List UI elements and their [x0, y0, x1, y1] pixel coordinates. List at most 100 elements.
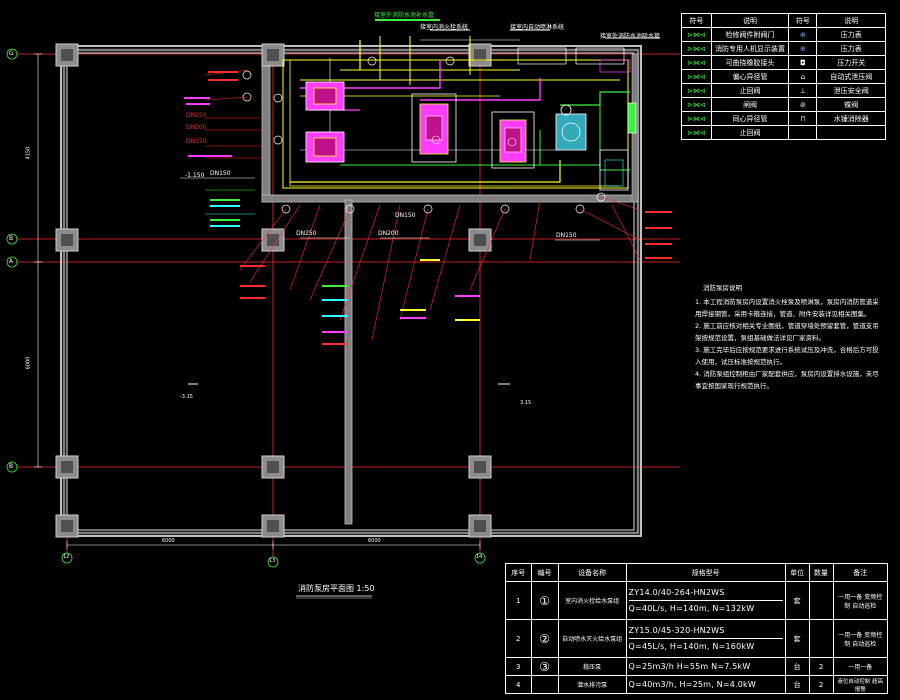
pipe-label: DN150	[556, 232, 577, 239]
note-item: 2. 施工前应核对相关专业图纸，管道穿墙处预留套管，管道支吊架按规范设置，泵组基…	[695, 322, 879, 342]
equipment-row: 2 ② 自动喷水灭火给水泵组 ZY15.0/45-320-HN2WS Q=45L…	[505, 619, 888, 658]
equipment-qty: 2	[808, 657, 834, 676]
pipe-label: 接室外消防水池吸水管	[600, 33, 661, 40]
equipment-qty	[808, 581, 834, 620]
legend-desc: 检修阀件附阀门	[710, 27, 790, 42]
pressure-tank	[555, 104, 629, 191]
cad-annotation-marks	[184, 19, 672, 385]
dimension-text: 4150	[25, 146, 32, 160]
equipment-qty: 2	[808, 675, 834, 694]
axis-bubble	[6, 233, 18, 245]
pipe-label: 接室外消防水池补水管	[374, 12, 435, 19]
notes-title: 消防泵房说明	[703, 284, 742, 292]
legend-desc: 压力表	[816, 27, 886, 42]
equipment-name: 室内消火栓给水泵组	[557, 581, 627, 620]
valves	[242, 56, 606, 214]
legend-row: ⊳⋈⊲ 可曲挠橡胶接头 ◘ 压力开关	[681, 55, 886, 70]
equipment-name: 自动喷水灭火给水泵组	[557, 619, 627, 658]
equipment-unit: 台	[784, 657, 810, 676]
axis-label: B	[9, 463, 14, 470]
equipment-note: 一用一备 变频控制 自动巡检	[832, 619, 888, 658]
equipment-header: 编号	[530, 563, 559, 582]
legend-desc: 可曲挠橡胶接头	[710, 55, 790, 70]
elevation-label: -3.15	[180, 394, 193, 400]
legend-desc: 同心异径管	[710, 111, 790, 126]
equipment-unit: 台	[784, 675, 810, 694]
equipment-note: 液位自动控制 超高报警	[832, 675, 888, 694]
legend-row: ⊳⋈⊲ 偏心异径管 ⌂ 自动式泄压阀	[681, 69, 886, 84]
legend-desc: 消防专用人机显示装置	[710, 41, 790, 56]
legend-table: 符号 说明 符号 说明 ⊳⋈⊲ 检修阀件附阀门 ⊕ 压力表 ⊳⋈⊲ 消防专用人机…	[681, 13, 886, 140]
pipe-label: DN150	[186, 138, 207, 145]
axis-bubble	[6, 256, 18, 268]
legend-symbol: ⌂	[788, 69, 818, 84]
building-walls	[60, 45, 642, 537]
equipment-no: 2	[505, 619, 532, 658]
axis-label: 14	[476, 554, 483, 560]
equipment-header: 规格型号	[625, 563, 786, 582]
equipment-note: 一用一备 变频控制 自动巡检	[832, 581, 888, 620]
equipment-name: 稳压泵	[557, 657, 627, 676]
legend-symbol: ⊳⋈⊲	[681, 97, 712, 112]
pipe-label: DN200	[186, 124, 207, 131]
legend-symbol: ⊳⋈⊲	[681, 41, 712, 56]
pipe-label: DN200	[378, 230, 399, 237]
equipment-model: Q=40m3/h, H=25m, N=4.0kW	[625, 675, 786, 694]
note-item: 3. 施工完毕后应按规范要求进行系统试压及冲洗，合格后方可投入使用，试压标准按规…	[695, 346, 879, 366]
equipment-no: 1	[505, 581, 532, 620]
axis-label: G	[9, 50, 14, 57]
pipe-label: DN150	[395, 212, 416, 219]
axis-label: 12	[63, 554, 70, 560]
fire-pump-units	[305, 81, 535, 169]
legend-header: 符号	[788, 13, 818, 28]
pump-unit	[411, 93, 457, 163]
axis-bubble	[6, 461, 18, 473]
model-line: Q=40L/s, H=140m, N=132kW	[628, 604, 755, 613]
control-cabinets	[517, 47, 637, 134]
legend-symbol: ⊕	[788, 27, 818, 42]
pipe-label: DN150	[186, 112, 207, 119]
equipment-code: ③	[530, 657, 559, 676]
legend-desc	[816, 125, 886, 140]
legend-row: ⊳⋈⊲ 止回阀 ⊥ 泄压安全阀	[681, 83, 886, 98]
equipment-row: 1 ① 室内消火栓给水泵组 ZY14.0/40-264-HN2WS Q=40L/…	[505, 581, 888, 620]
equipment-header: 序号	[505, 563, 532, 582]
dimension-lines	[34, 53, 481, 549]
axis-label: 13	[269, 558, 276, 564]
equipment-no: 4	[505, 675, 532, 694]
dimension-text: 6000	[25, 356, 32, 370]
pump-room-piping	[282, 36, 630, 189]
pipe-label: DN250	[296, 230, 317, 237]
model-line: ZY15.0/45-320-HN2WS	[628, 623, 783, 639]
equipment-unit: 套	[784, 581, 810, 620]
legend-desc: 止回阀	[710, 83, 790, 98]
legend-desc: 水锤消除器	[816, 111, 886, 126]
leader-lines	[204, 69, 641, 341]
legend-desc: 自动式泄压阀	[816, 69, 886, 84]
equipment-table: 序号 编号 设备名称 规格型号 单位 数量 备注 1 ① 室内消火栓给水泵组 Z…	[505, 563, 888, 694]
legend-symbol: ⊓	[788, 111, 818, 126]
equipment-row: 3 ③ 稳压泵 Q=25m3/h H=55m N=7.5kW 台 2 一用一备	[505, 657, 888, 676]
legend-row: ⊳⋈⊲ 同心异径管 ⊓ 水锤消除器	[681, 111, 886, 126]
annotation-lines	[180, 177, 600, 241]
legend-row: ⊳⋈⊲ 检修阀件附阀门 ⊕ 压力表	[681, 27, 886, 42]
legend-symbol: ◘	[788, 55, 818, 70]
axis-label: B	[9, 235, 14, 242]
axis-bubble	[6, 48, 18, 60]
legend-symbol: ⊳⋈⊲	[681, 111, 712, 126]
legend-desc: 压力表	[816, 41, 886, 56]
note-item: 4. 消防泵组控制柜由厂家配套供应，泵房内设置排水设施，未尽事宜按国家现行规范执…	[695, 370, 879, 390]
note-item: 1. 本工程消防泵房内设置消火栓泵及喷淋泵，泵房内消防管道采用焊接钢管，采用卡箍…	[695, 298, 879, 318]
legend-desc: 压力开关	[816, 55, 886, 70]
legend-row: ⊳⋈⊲ 止回阀	[681, 125, 886, 140]
legend-header-row: 符号 说明 符号 说明	[681, 13, 886, 28]
legend-symbol: ⊳⋈⊲	[681, 69, 712, 84]
legend-desc: 泄压安全阀	[816, 83, 886, 98]
pipe-label: 接室内自动喷淋系统	[510, 24, 565, 31]
dimension-text: 6000	[368, 538, 381, 544]
pump-unit	[491, 111, 535, 169]
equipment-header: 数量	[808, 563, 834, 582]
equipment-name: 潜水排污泵	[557, 675, 627, 694]
model-line: Q=45L/s, H=140m, N=160kW	[628, 642, 755, 651]
